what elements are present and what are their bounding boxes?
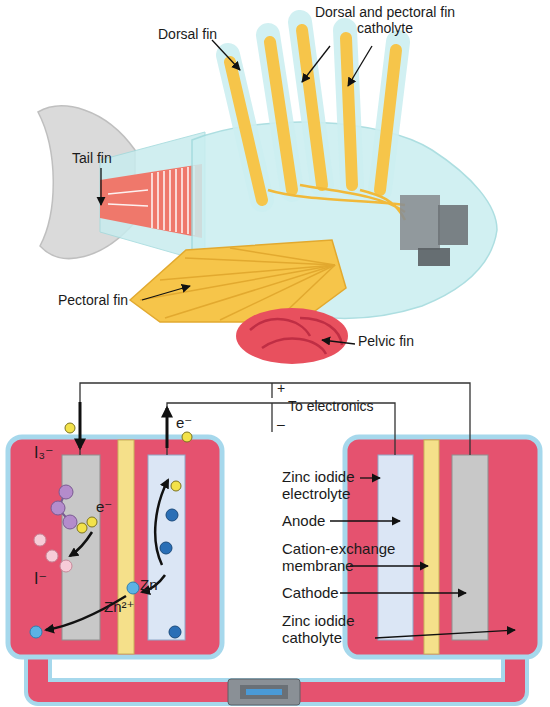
part-label: Tail fin	[72, 150, 142, 166]
anode	[148, 455, 185, 640]
dorsal-fin-rays	[228, 22, 398, 200]
part-label: Dorsal and pectoral fin catholyte	[300, 4, 470, 36]
terminal-sign: –	[277, 416, 293, 432]
battery-cell	[8, 437, 222, 657]
chemical-species: I⁻	[34, 570, 64, 588]
part-label: Dorsal fin	[158, 26, 238, 42]
chemical-species: e⁻	[96, 498, 126, 515]
chemical-species: Zn	[140, 576, 170, 593]
actuator-stripes	[108, 166, 194, 235]
chemical-species: I₃⁻	[34, 444, 74, 462]
iodide-ions	[34, 534, 72, 572]
terminal-sign: +	[277, 380, 293, 396]
electron-flow-arrows	[80, 402, 167, 448]
electronics-module	[400, 195, 468, 266]
tail-actuator	[100, 164, 202, 238]
electrons	[65, 423, 192, 533]
part-label: Zinc iodide catholyte	[282, 612, 407, 647]
pelvic-fin	[236, 308, 348, 364]
membrane	[118, 440, 134, 654]
wires	[80, 383, 470, 455]
part-label: Pectoral fin	[58, 292, 148, 308]
leader-arrows	[101, 40, 372, 344]
part-label: Cation-exchange membrane	[282, 540, 407, 575]
part-label: Pelvic fin	[358, 333, 438, 349]
pectoral-fin	[130, 240, 346, 322]
part-label: Zinc iodide electrolyte	[282, 468, 407, 503]
label-leader-arrows	[330, 478, 515, 638]
part-label: Anode	[282, 512, 407, 529]
part-label: Cathode	[282, 584, 407, 601]
pump	[228, 679, 300, 705]
membrane	[424, 440, 439, 654]
tail-peduncle	[100, 132, 205, 262]
part-label: To electronics	[288, 398, 408, 414]
catholyte-tubes	[268, 185, 405, 220]
reaction-arrows	[46, 480, 168, 630]
cathode	[452, 455, 488, 640]
triiodide	[51, 485, 77, 529]
chemical-species: Zn²⁺	[104, 598, 144, 615]
chemical-species: e⁻	[176, 414, 206, 431]
zinc-atoms	[160, 509, 181, 638]
